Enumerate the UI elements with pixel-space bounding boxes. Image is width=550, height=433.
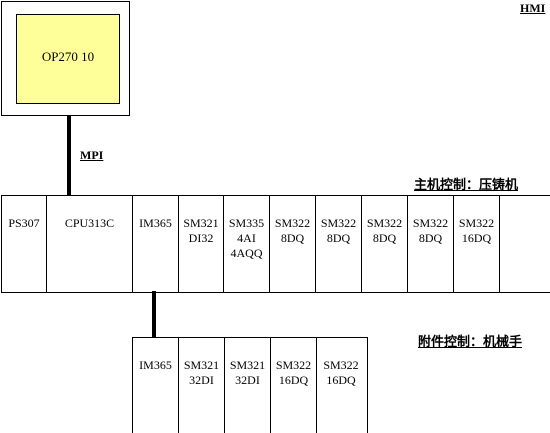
module-label-line: 32DI [235,373,260,387]
hmi-panel: OP270 10 [1,1,130,116]
module-label-line: 8DQ [326,231,351,245]
module-label-line: SM321 [183,358,220,372]
module-label-line: IM365 [139,358,172,372]
module-label-line: 8DQ [418,231,443,245]
module-label-line: SM322 [323,358,359,372]
mpi-label: MPI [80,148,104,162]
module-label-line: IM365 [139,216,172,230]
hmi-tag: HMI [520,1,546,15]
mpi-connection-line [67,116,71,195]
module-label-line: SM322 [458,216,495,230]
module-label-line: SM322 [274,216,311,230]
module-slot: IM365 [133,338,179,433]
module-slot: CPU313C [47,196,133,292]
module-label-line: 8DQ [372,231,397,245]
module-label-line: CPU313C [64,216,115,230]
hmi-device-label: OP270 10 [41,49,95,64]
module-label-line: 16DQ [278,373,309,387]
module-label-line: SM321 [229,358,266,372]
module-label-line: 32DI [189,373,214,387]
module-label-line: 4AQQ [230,246,263,260]
hmi-screen: OP270 10 [16,14,120,104]
module-label-line: SM321 [183,216,219,230]
rack-link-line [152,291,156,340]
module-slot: IM365 [133,196,179,292]
empty-slot [500,196,547,292]
module-label-line: SM322 [412,216,449,230]
module-label-line: DI32 [188,231,214,245]
aux-rack-title: 附件控制：机械手 [418,334,523,349]
main-rack-title: 主机控制：压铸机 [414,177,519,192]
module-label-line: SM322 [366,216,403,230]
module-label-line: 16DQ [461,231,492,245]
module-label-line: SM322 [275,358,312,372]
module-label-line: 4AI [237,231,256,245]
module-label-line: PS307 [8,216,40,230]
module-label-line: 16DQ [326,373,356,387]
module-label-line: SM335 [228,216,265,230]
module-label-line: SM322 [320,216,357,230]
module-label-line: 8DQ [280,231,305,245]
module-slot: PS307 [2,196,47,292]
